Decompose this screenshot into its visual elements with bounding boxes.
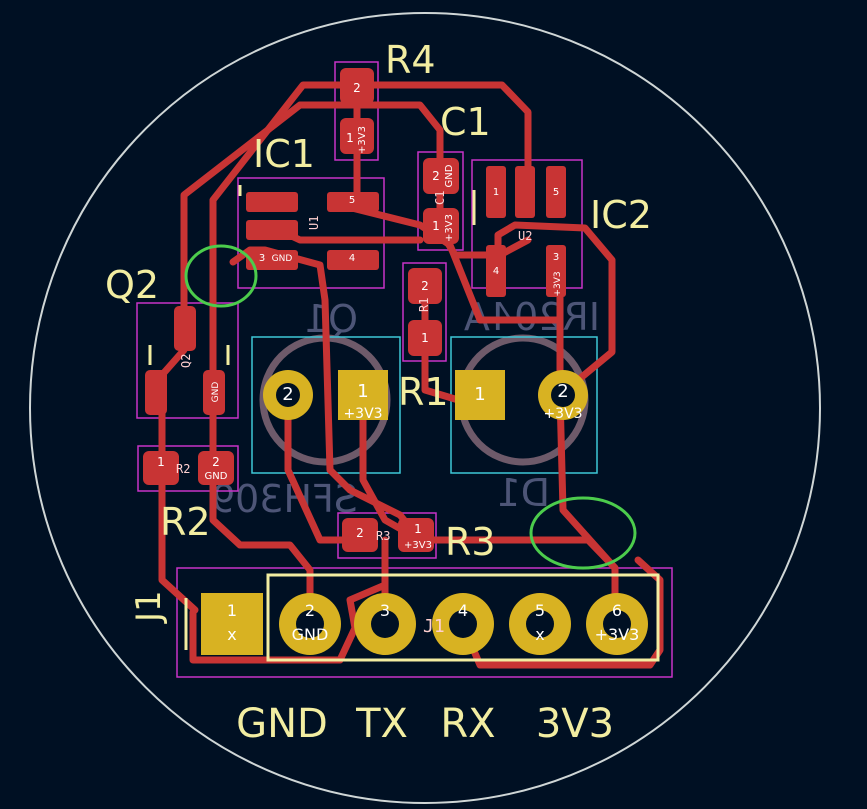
ic1-pin3-net: GND: [272, 254, 293, 264]
r4-pad1-net: +3V3: [357, 126, 368, 154]
connector-labels: GND TX RX 3V3: [236, 701, 614, 747]
q1-pad1-net: +3V3: [343, 406, 382, 422]
d1-pad1-number: 1: [474, 384, 485, 405]
r1-pad1-number: 1: [421, 331, 429, 345]
ic2-reference: IC2: [590, 193, 652, 237]
ic1-reference: IC1: [253, 132, 315, 176]
ic2-pin5-number: 5: [553, 187, 559, 198]
r3-pad2-number: 2: [356, 526, 364, 540]
ic2-pin4-number: 4: [493, 266, 499, 277]
smd-pads: [143, 68, 566, 552]
r4-pad1-number: 1: [346, 131, 354, 145]
q2-fab-ref: Q2: [179, 354, 193, 368]
d1-pad2-number: 2: [557, 381, 568, 402]
q2-reference: Q2: [105, 263, 159, 307]
d1-pad2-net: +3V3: [543, 406, 582, 422]
courtyards: [136, 61, 673, 678]
j1-pin5-number: 5: [535, 601, 545, 620]
label-gnd: GND: [236, 701, 328, 747]
r4-pad2-number: 2: [353, 81, 361, 95]
r4-reference: R4: [385, 38, 436, 82]
label-3v3: 3V3: [536, 701, 614, 747]
ic2-pin3-number: 3: [553, 252, 559, 263]
highlight-ring-d1-area: [529, 496, 637, 570]
r2-fab-ref: R2: [176, 462, 190, 476]
j1-pad-labels: 1 x 2 GND 3 4 5 x 6 +3V3: [227, 601, 639, 644]
r3-reference: R3: [445, 520, 496, 564]
j1-pin6-net: +3V3: [595, 625, 640, 644]
highlight-ring-q2-area: [184, 244, 258, 308]
j1-pin1-number: 1: [227, 601, 237, 620]
c1-pad2-number: 2: [432, 169, 440, 183]
c1-reference: C1: [440, 100, 491, 144]
j1-pin5-net: x: [535, 625, 544, 644]
r1-fab-ref: R1: [417, 298, 431, 312]
j1-pin2-net: GND: [292, 625, 329, 644]
q1-pad1-number: 1: [357, 381, 368, 402]
silkscreen-references: R4 C1 IC1 IC2 Q2 R1 R2 R3 J1: [105, 38, 652, 624]
j1-fab-ref: J1: [423, 616, 445, 637]
ic2-pin1-number: 1: [493, 187, 499, 198]
q1-back-reference: Q1: [304, 297, 358, 341]
r2-pad2-number: 2: [212, 455, 220, 469]
board-edge-outline: [29, 12, 821, 804]
c1-pad1-net: +3V3: [444, 214, 455, 242]
j1-pin2-number: 2: [305, 601, 315, 620]
ic1-pin5-number: 5: [349, 195, 355, 206]
label-rx: RX: [440, 701, 495, 747]
j1-pin3-number: 3: [380, 601, 390, 620]
c1-fab-ref: C1: [433, 191, 447, 205]
r2-pad2-net: GND: [205, 471, 228, 482]
ic2-fab-ref: U2: [518, 229, 532, 243]
r3-fab-ref: R3: [376, 529, 390, 543]
pad-labels: 2 1 +3V3 2 GND 1 +3V3 5 4 3 GND 5 1 4 3 …: [157, 81, 582, 551]
ic2-pin3-net: +3V3: [553, 271, 563, 296]
label-tx: TX: [355, 701, 408, 747]
silkscreen-outlines: [148, 185, 660, 662]
r1-reference: R1: [398, 370, 449, 414]
ic1-fab-ref: U1: [307, 216, 321, 230]
j1-pin1-net: x: [227, 625, 236, 644]
r3-pad1-net: +3V3: [404, 540, 432, 551]
q1-back-part-number: SFH309: [211, 477, 358, 521]
r2-reference: R2: [160, 500, 211, 544]
fab-references: C1 U1 U2 R1 Q2 R2 R3 J1: [176, 191, 532, 637]
c1-pad2-net: GND: [444, 164, 455, 187]
ic1-pin3-number: 3: [259, 253, 265, 264]
j1-pin4-number: 4: [458, 601, 468, 620]
c1-pad1-number: 1: [432, 219, 440, 233]
d1-back-reference: D1: [497, 471, 550, 515]
q1-pad2-number: 2: [282, 384, 293, 405]
highlight-markers: [184, 244, 637, 570]
r2-pad1-number: 1: [157, 455, 165, 469]
q2-pin3-net: GND: [211, 382, 221, 403]
tht-pads: [201, 370, 648, 655]
j1-reference: J1: [129, 590, 169, 624]
r3-pad1-number: 1: [414, 522, 422, 536]
j1-pin6-number: 6: [612, 601, 622, 620]
ic1-pin4-number: 4: [349, 253, 355, 264]
r1-pad2-number: 2: [421, 279, 429, 293]
